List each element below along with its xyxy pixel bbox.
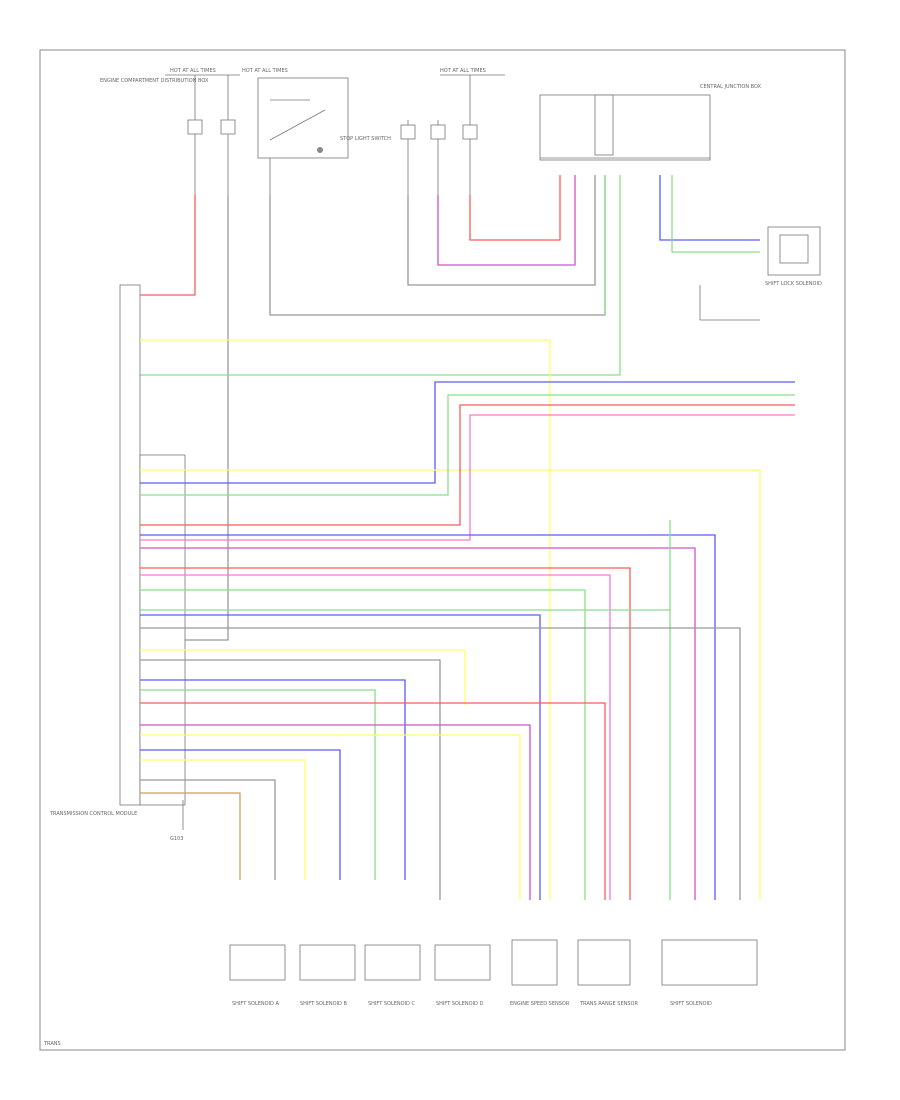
fuse-block-label: ENGINE COMPARTMENT DISTRIBUTION BOX (100, 78, 209, 84)
solenoid-b (299, 944, 356, 981)
shift-solenoid-label: SHIFT SOLENOID (670, 1001, 712, 1007)
central-junction-label: CENTRAL JUNCTION BOX (700, 84, 762, 90)
shift-lock-solenoid: SHIFT LOCK SOLENOID (699, 226, 822, 321)
harness-wires (140, 339, 795, 900)
shift-solenoid-box (661, 939, 758, 986)
diagram-border (39, 49, 846, 1051)
stop-light-switch: STOP LIGHT SWITCH (257, 77, 391, 195)
solenoid-c (364, 944, 421, 981)
range-sensor-label: TRANS RANGE SENSOR (579, 1001, 638, 1007)
sol-a-label: SHIFT SOLENOID A (232, 1001, 279, 1007)
top-fuse-block: ENGINE COMPARTMENT DISTRIBUTION BOX HOT … (100, 68, 288, 195)
central-junction-box: CENTRAL JUNCTION BOX (539, 84, 762, 161)
bottom-components: SHIFT SOLENOID A SHIFT SOLENOID B SHIFT … (43, 939, 758, 1047)
solenoid-a (229, 944, 286, 981)
stop-light-switch-label: STOP LIGHT SWITCH (340, 136, 391, 142)
center-fuses: HOT AT ALL TIMES (400, 68, 505, 195)
trans-range-sensor (577, 939, 631, 986)
wires-top (140, 175, 760, 641)
page-ref: TRANS (43, 1041, 61, 1047)
sol-b-label: SHIFT SOLENOID B (300, 1001, 347, 1007)
ground-label: G103 (170, 836, 183, 842)
hot-label-3: HOT AT ALL TIMES (440, 68, 486, 74)
sol-d-label: SHIFT SOLENOID D (436, 1001, 483, 1007)
module-label: TRANSMISSION CONTROL MODULE (49, 811, 137, 817)
speed-sensor-label: ENGINE SPEED SENSOR (510, 1001, 570, 1007)
solenoid-d (434, 944, 491, 981)
shift-lock-label: SHIFT LOCK SOLENOID (765, 281, 822, 287)
sol-c-label: SHIFT SOLENOID C (368, 1001, 415, 1007)
transmission-control-module: TRANSMISSION CONTROL MODULE G103 (49, 284, 186, 842)
engine-speed-sensor (511, 939, 558, 986)
hot-label-2: HOT AT ALL TIMES (242, 68, 288, 74)
hot-label-1: HOT AT ALL TIMES (170, 68, 216, 74)
